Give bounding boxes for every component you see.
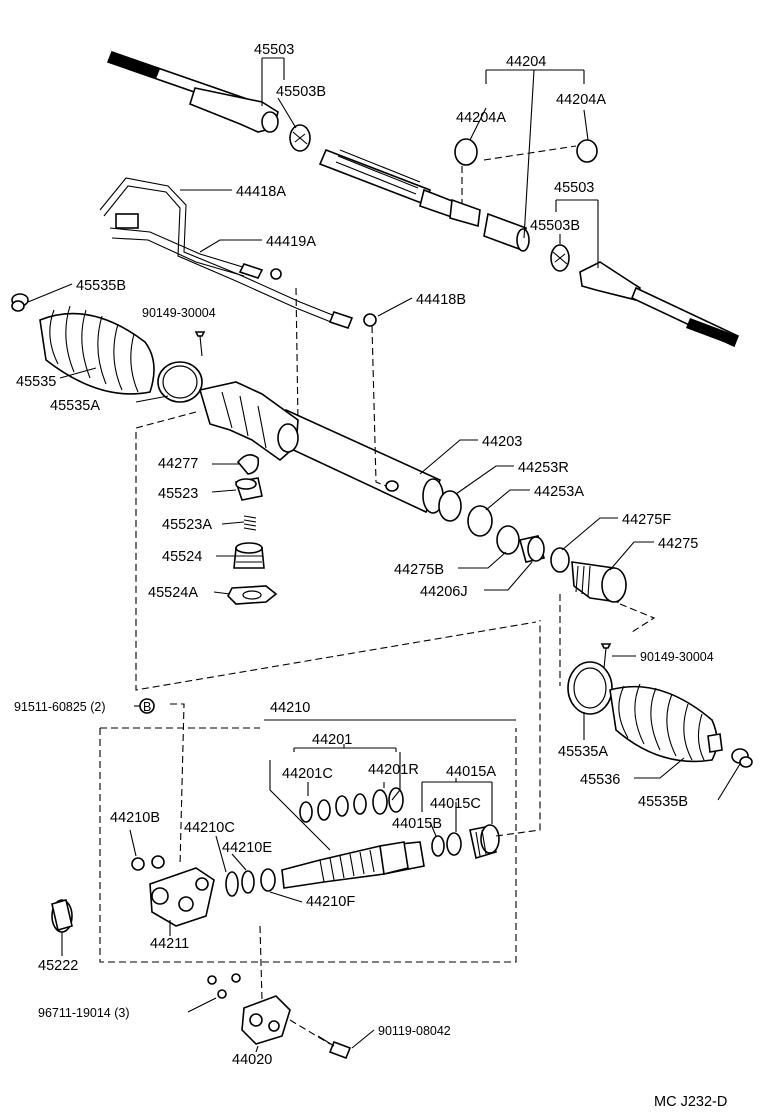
dashed-assembly-lines bbox=[99, 145, 656, 1045]
label-44210: 44210 bbox=[270, 700, 310, 716]
bearing-44206j bbox=[519, 535, 545, 563]
clamp-45535b-right bbox=[731, 748, 753, 768]
label-45503-top: 45503 bbox=[254, 42, 294, 58]
seal-44253r bbox=[438, 490, 462, 522]
label-45524a: 45524A bbox=[148, 585, 198, 601]
clip-44418b bbox=[363, 313, 377, 327]
label-45535a-left: 45535A bbox=[50, 398, 100, 414]
bracket-44020 bbox=[241, 995, 291, 1045]
bushing-ring-44204a-left bbox=[454, 138, 478, 166]
label-44204a-left: 44204A bbox=[456, 110, 506, 126]
part-labels: 45503 45503B 44204 44204A 44204A 44418A … bbox=[14, 42, 727, 1110]
label-44210f: 44210F bbox=[306, 894, 355, 910]
label-44020: 44020 bbox=[232, 1052, 272, 1068]
label-44015a: 44015A bbox=[446, 764, 496, 780]
label-45523a: 45523A bbox=[162, 517, 212, 533]
seal-44210c bbox=[225, 871, 239, 897]
lock-nut-45503b-right bbox=[550, 244, 570, 272]
spring-45523a bbox=[243, 515, 257, 531]
label-44418b: 44418B bbox=[416, 292, 466, 308]
label-45524: 45524 bbox=[162, 549, 202, 565]
label-44204a-right: 44204A bbox=[556, 92, 606, 108]
label-45535b-top: 45535B bbox=[76, 278, 126, 294]
plug-44277 bbox=[236, 454, 260, 475]
boot-clamp-45535a-left bbox=[157, 361, 203, 403]
bushing-ring-44204a-right bbox=[576, 139, 598, 163]
hydraulic-pipes bbox=[99, 177, 354, 329]
label-44015c: 44015C bbox=[430, 796, 481, 812]
label-44206j: 44206J bbox=[420, 584, 468, 600]
label-45222: 45222 bbox=[38, 958, 78, 974]
bellows-boot-45535 bbox=[39, 305, 155, 395]
label-44275: 44275 bbox=[658, 536, 698, 552]
label-44211: 44211 bbox=[150, 936, 189, 952]
bearing-44015a bbox=[469, 824, 500, 860]
label-45536: 45536 bbox=[580, 772, 620, 788]
label-44277: 44277 bbox=[158, 456, 198, 472]
label-45535: 45535 bbox=[16, 374, 56, 390]
rack-housing-44203 bbox=[198, 381, 444, 514]
cap-45524 bbox=[233, 542, 265, 569]
bushing-44275b bbox=[496, 525, 520, 555]
bolts-44210b bbox=[131, 855, 165, 871]
label-44201c: 44201C bbox=[282, 766, 333, 782]
end-stopper-44275 bbox=[571, 561, 627, 603]
screw-90149-top bbox=[194, 331, 206, 357]
lock-nut-45503b-top bbox=[289, 124, 311, 152]
cover-45222 bbox=[51, 898, 73, 933]
label-91511: 91511-60825 (2) bbox=[14, 700, 106, 714]
label-45503-right: 45503 bbox=[554, 180, 594, 196]
label-90119: 90119-08042 bbox=[378, 1024, 451, 1038]
label-44210b: 44210B bbox=[110, 810, 160, 826]
label-91511-mark: B bbox=[143, 700, 151, 714]
valve-housing-44211 bbox=[149, 867, 215, 927]
label-90149-right: 90149-30004 bbox=[640, 650, 714, 664]
footer-code: MC J232-D bbox=[654, 1094, 727, 1110]
label-45523: 45523 bbox=[158, 486, 198, 502]
label-44275f: 44275F bbox=[622, 512, 671, 528]
label-96711: 96711-19014 (3) bbox=[38, 1006, 130, 1020]
bellows-boot-45536 bbox=[609, 683, 723, 763]
label-44419a: 44419A bbox=[266, 234, 316, 250]
tie-rod-end-right bbox=[579, 261, 740, 348]
pinion-valve-44201 bbox=[281, 841, 425, 889]
clamp-45535b-top bbox=[11, 293, 29, 312]
label-44418a: 44418A bbox=[236, 184, 286, 200]
label-90149-top: 90149-30004 bbox=[142, 306, 216, 320]
seal-44015b bbox=[431, 835, 445, 857]
label-44204: 44204 bbox=[506, 54, 546, 70]
label-44210e: 44210E bbox=[222, 840, 272, 856]
label-45535a-right: 45535A bbox=[558, 744, 608, 760]
label-44210c: 44210C bbox=[184, 820, 235, 836]
label-45503b-top: 45503B bbox=[276, 84, 326, 100]
boot-clamp-45535a-right bbox=[567, 661, 613, 715]
label-45535b-right: 45535B bbox=[638, 794, 688, 810]
ring-44015c bbox=[446, 832, 462, 856]
ring-44253a bbox=[467, 505, 493, 537]
label-44015b: 44015B bbox=[392, 816, 442, 832]
seal-rings-44201c bbox=[299, 787, 404, 823]
label-45503b-right: 45503B bbox=[530, 218, 580, 234]
guide-45523 bbox=[234, 477, 263, 501]
bolt-90119 bbox=[317, 1035, 352, 1060]
rack-bar bbox=[318, 148, 530, 252]
label-44253r: 44253R bbox=[518, 460, 569, 476]
screw-90149-right bbox=[600, 643, 612, 669]
label-44201: 44201 bbox=[312, 732, 352, 748]
label-44253a: 44253A bbox=[534, 484, 584, 500]
nuts-96711 bbox=[207, 973, 241, 999]
label-44275b: 44275B bbox=[394, 562, 444, 578]
lock-nut-45524a bbox=[227, 585, 278, 605]
leader-lines bbox=[27, 57, 741, 1053]
seal-44210e bbox=[241, 870, 255, 894]
label-44203: 44203 bbox=[482, 434, 522, 450]
ring-44275f bbox=[550, 547, 570, 573]
seal-44210f bbox=[260, 868, 276, 892]
label-44201r: 44201R bbox=[368, 762, 419, 778]
tie-rod-end-left bbox=[106, 50, 279, 133]
